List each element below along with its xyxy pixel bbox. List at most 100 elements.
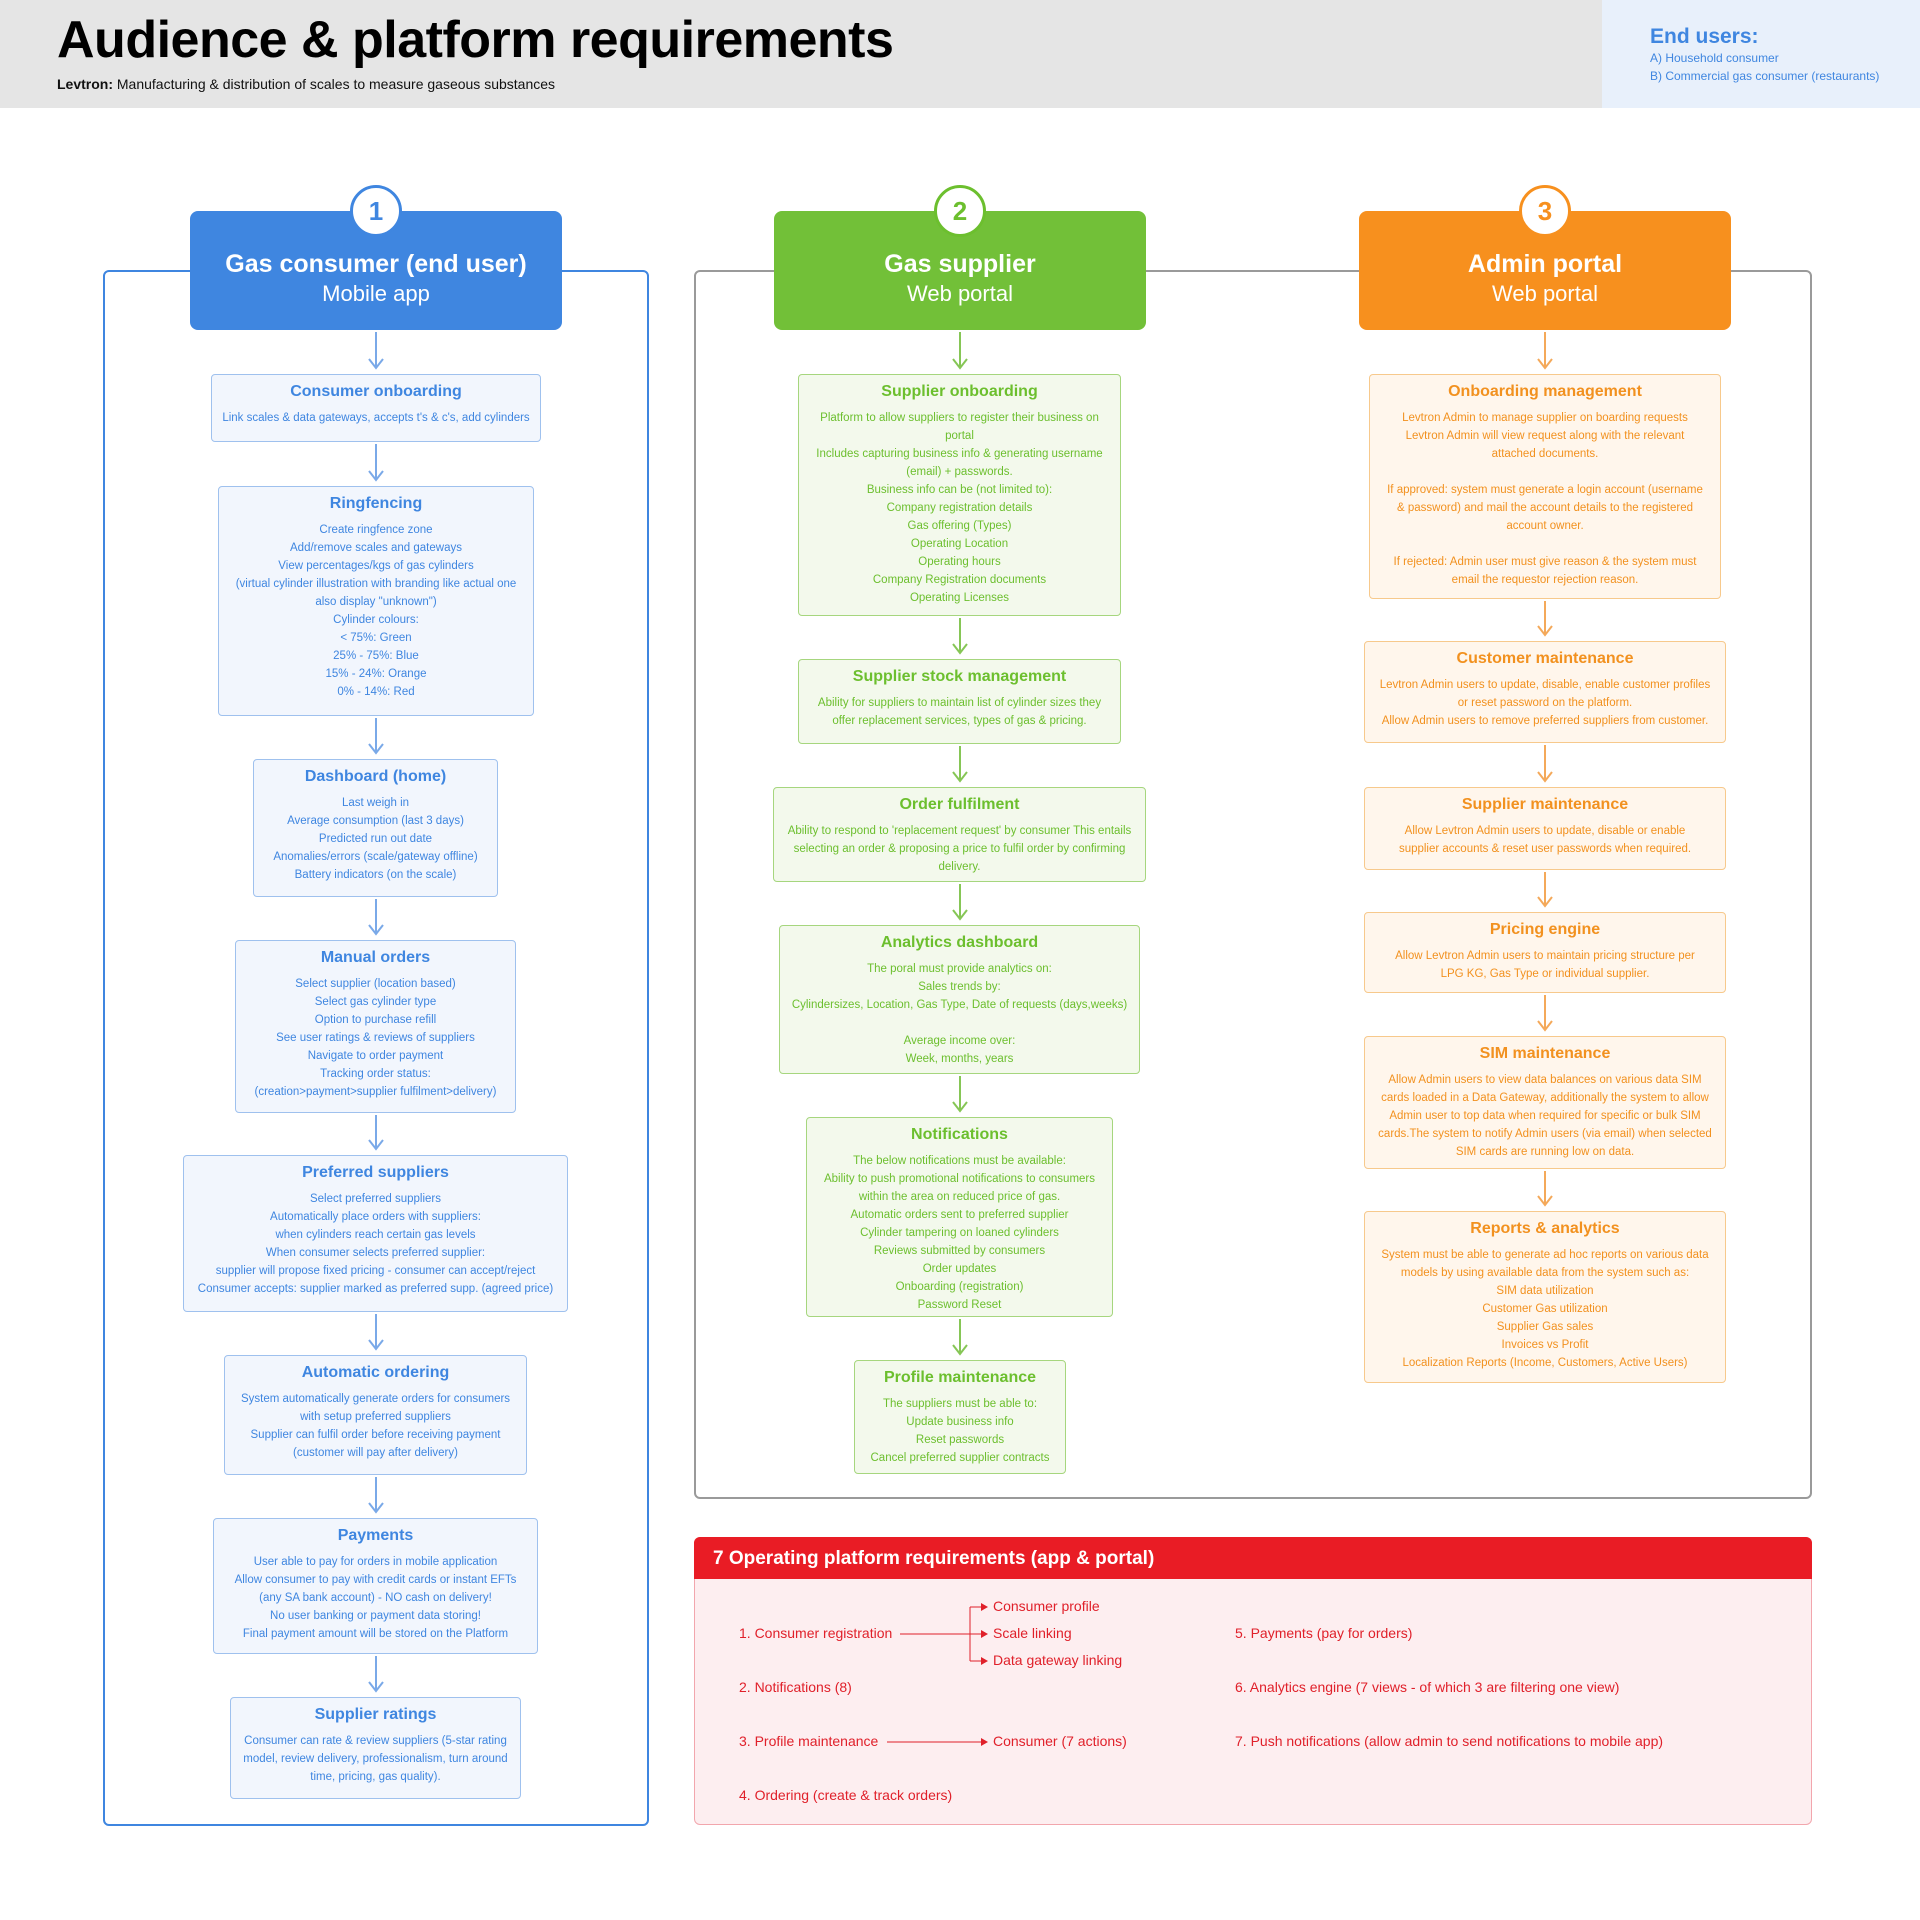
step-line: Includes capturing business info & gener…: [816, 448, 1103, 460]
column-subtitle: Web portal: [907, 281, 1013, 306]
sub-scale-linking: Scale linking: [993, 1625, 1072, 1641]
step-line: time, pricing, gas quality).: [310, 1771, 441, 1783]
step-line: account owner.: [1506, 520, 1584, 532]
page-subtitle: Levtron: Manufacturing & distribution of…: [57, 76, 555, 92]
step-line: Allow consumer to pay with credit cards …: [234, 1574, 517, 1586]
step-line: Cylinder colours:: [333, 614, 419, 626]
step-line: 0% - 14%: Red: [337, 686, 415, 698]
step-title: Analytics dashboard: [880, 934, 1039, 951]
step-details: System automatically generate orders for…: [233, 1390, 518, 1462]
flow-step-supplier-maintenance: Supplier maintenance Allow Levtron Admin…: [1364, 787, 1726, 870]
step-line: < 75%: Green: [340, 632, 412, 644]
arrowhead-icon: [981, 1657, 988, 1665]
step-details: Allow Levtron Admin users to update, dis…: [1373, 822, 1717, 858]
step-line: Operating Licenses: [909, 592, 1010, 604]
step-title: Customer maintenance: [1456, 650, 1634, 667]
step-line: (any SA bank account) - NO cash on deliv…: [259, 1592, 492, 1604]
step-line: Supplier can fulfil order before receivi…: [250, 1429, 501, 1441]
column-subtitle: Web portal: [1492, 281, 1598, 306]
sub-consumer-actions: Consumer (7 actions): [993, 1733, 1127, 1749]
step-details: Platform to allow suppliers to register …: [807, 409, 1112, 607]
step-details: Allow Levtron Admin users to maintain pr…: [1373, 947, 1717, 983]
arrowhead-icon: [981, 1603, 988, 1611]
step-line: (creation>payment>supplier fulfilment>de…: [254, 1086, 497, 1098]
arrow-down-icon: [368, 1339, 384, 1351]
step-line: See user ratings & reviews of suppliers: [276, 1032, 475, 1044]
step-line: Automatic orders sent to preferred suppl…: [850, 1209, 1069, 1221]
step-line: Company Registration documents: [872, 574, 1047, 586]
arrow-down-icon: [368, 743, 384, 755]
step-details: System must be able to generate ad hoc r…: [1373, 1246, 1717, 1372]
arrow-down-icon: [952, 771, 968, 783]
flow-step-supplier-onboarding: Supplier onboarding Platform to allow su…: [798, 374, 1121, 616]
step-details: Select supplier (location based) Select …: [244, 975, 507, 1101]
flow-step-analytics-dashboard: Analytics dashboard The poral must provi…: [779, 925, 1140, 1074]
step-line: Select preferred suppliers: [309, 1193, 442, 1205]
step-details: Allow Admin users to view data balances …: [1373, 1071, 1717, 1161]
step-line: (email) + passwords.: [906, 466, 1013, 478]
step-title: Pricing engine: [1489, 921, 1601, 938]
arrow-down-icon: [1537, 358, 1553, 370]
step-line: or reset password on the platform.: [1457, 697, 1633, 709]
step-line: The below notifications must be availabl…: [853, 1155, 1066, 1167]
step-title: Preferred suppliers: [302, 1164, 449, 1181]
step-title: SIM maintenance: [1479, 1045, 1611, 1062]
arrow-down-icon: [368, 470, 384, 482]
step-title: Supplier ratings: [314, 1706, 437, 1723]
step-line: cards.The system to notify Admin users (…: [1378, 1128, 1712, 1140]
step-line: Operating hours: [918, 556, 1001, 568]
step-line: Consumer accepts: supplier marked as pre…: [197, 1283, 554, 1295]
step-line: User able to pay for orders in mobile ap…: [253, 1556, 498, 1568]
step-line: Ability to push promotional notification…: [823, 1173, 1096, 1185]
flow-step-ringfencing: Ringfencing Create ringfence zone Add/re…: [218, 486, 534, 716]
step-line: Invoices vs Profit: [1501, 1339, 1589, 1351]
step-line: Localization Reports (Income, Customers,…: [1402, 1357, 1688, 1369]
end-user-item: A) Household consumer: [1650, 51, 1779, 65]
step-title: Consumer onboarding: [290, 383, 462, 400]
arrowhead-icon: [981, 1630, 988, 1638]
arrow-down-icon: [1537, 1195, 1553, 1207]
step-details: Select preferred suppliers Automatically…: [192, 1190, 559, 1298]
end-user-item: B) Commercial gas consumer (restaurants): [1650, 69, 1880, 83]
step-line: Cancel preferred supplier contracts: [870, 1452, 1050, 1464]
arrow-down-icon: [1537, 1020, 1553, 1032]
step-line: delivery.: [938, 861, 981, 873]
flow-step-profile-maintenance: Profile maintenance The suppliers must b…: [854, 1360, 1066, 1474]
step-line: The suppliers must be able to:: [882, 1398, 1038, 1410]
step-details: User able to pay for orders in mobile ap…: [222, 1553, 529, 1643]
operating-requirements-title: 7 Operating platform requirements (app &…: [713, 1548, 1155, 1569]
arrow-down-icon: [1537, 625, 1553, 637]
step-line: Reset passwords: [915, 1434, 1005, 1446]
step-line: Onboarding (registration): [895, 1281, 1024, 1293]
flow-step-stock-management: Supplier stock management Ability for su…: [798, 659, 1121, 744]
step-title: Supplier stock management: [852, 668, 1067, 685]
sub-data-gateway-linking: Data gateway linking: [993, 1652, 1123, 1668]
step-line: Tracking order status:: [320, 1068, 431, 1080]
step-line: Add/remove scales and gateways: [290, 542, 462, 554]
step-title: Order fulfilment: [899, 796, 1020, 813]
step-line: Average consumption (last 3 days): [287, 815, 464, 827]
step-line: Cylinder tampering on loaned cylinders: [860, 1227, 1059, 1239]
requirement-profile-maintenance: 3. Profile maintenance: [739, 1733, 879, 1749]
header-bar: [0, 0, 1602, 108]
step-line: Ability for suppliers to maintain list o…: [817, 697, 1102, 709]
step-line: within the area on reduced price of gas.: [858, 1191, 1061, 1203]
step-line: offer replacement services, types of gas…: [832, 715, 1087, 727]
step-details: The poral must provide analytics on: Sal…: [788, 960, 1131, 1068]
column-title: Admin portal: [1467, 250, 1623, 278]
step-line: Predicted run out date: [318, 833, 433, 845]
flow-step-consumer-onboarding: Consumer onboarding Link scales & data g…: [211, 374, 541, 442]
step-line: SIM data utilization: [1496, 1285, 1594, 1297]
step-line: Company registration details: [886, 502, 1033, 514]
arrow-down-icon: [1537, 896, 1553, 908]
step-line: with setup preferred suppliers: [300, 1411, 451, 1423]
step-line: Admin user to top data when required for…: [1389, 1110, 1701, 1122]
step-line: View percentages/kgs of gas cylinders: [278, 560, 474, 572]
step-line: Order updates: [922, 1263, 997, 1275]
step-line: (virtual cylinder illustration with bran…: [235, 578, 517, 590]
arrow-down-icon: [952, 909, 968, 921]
step-line: If approved: system must generate a logi…: [1387, 484, 1703, 496]
step-line: also display "unknown"): [315, 596, 437, 608]
step-details: Last weigh in Average consumption (last …: [262, 794, 489, 884]
